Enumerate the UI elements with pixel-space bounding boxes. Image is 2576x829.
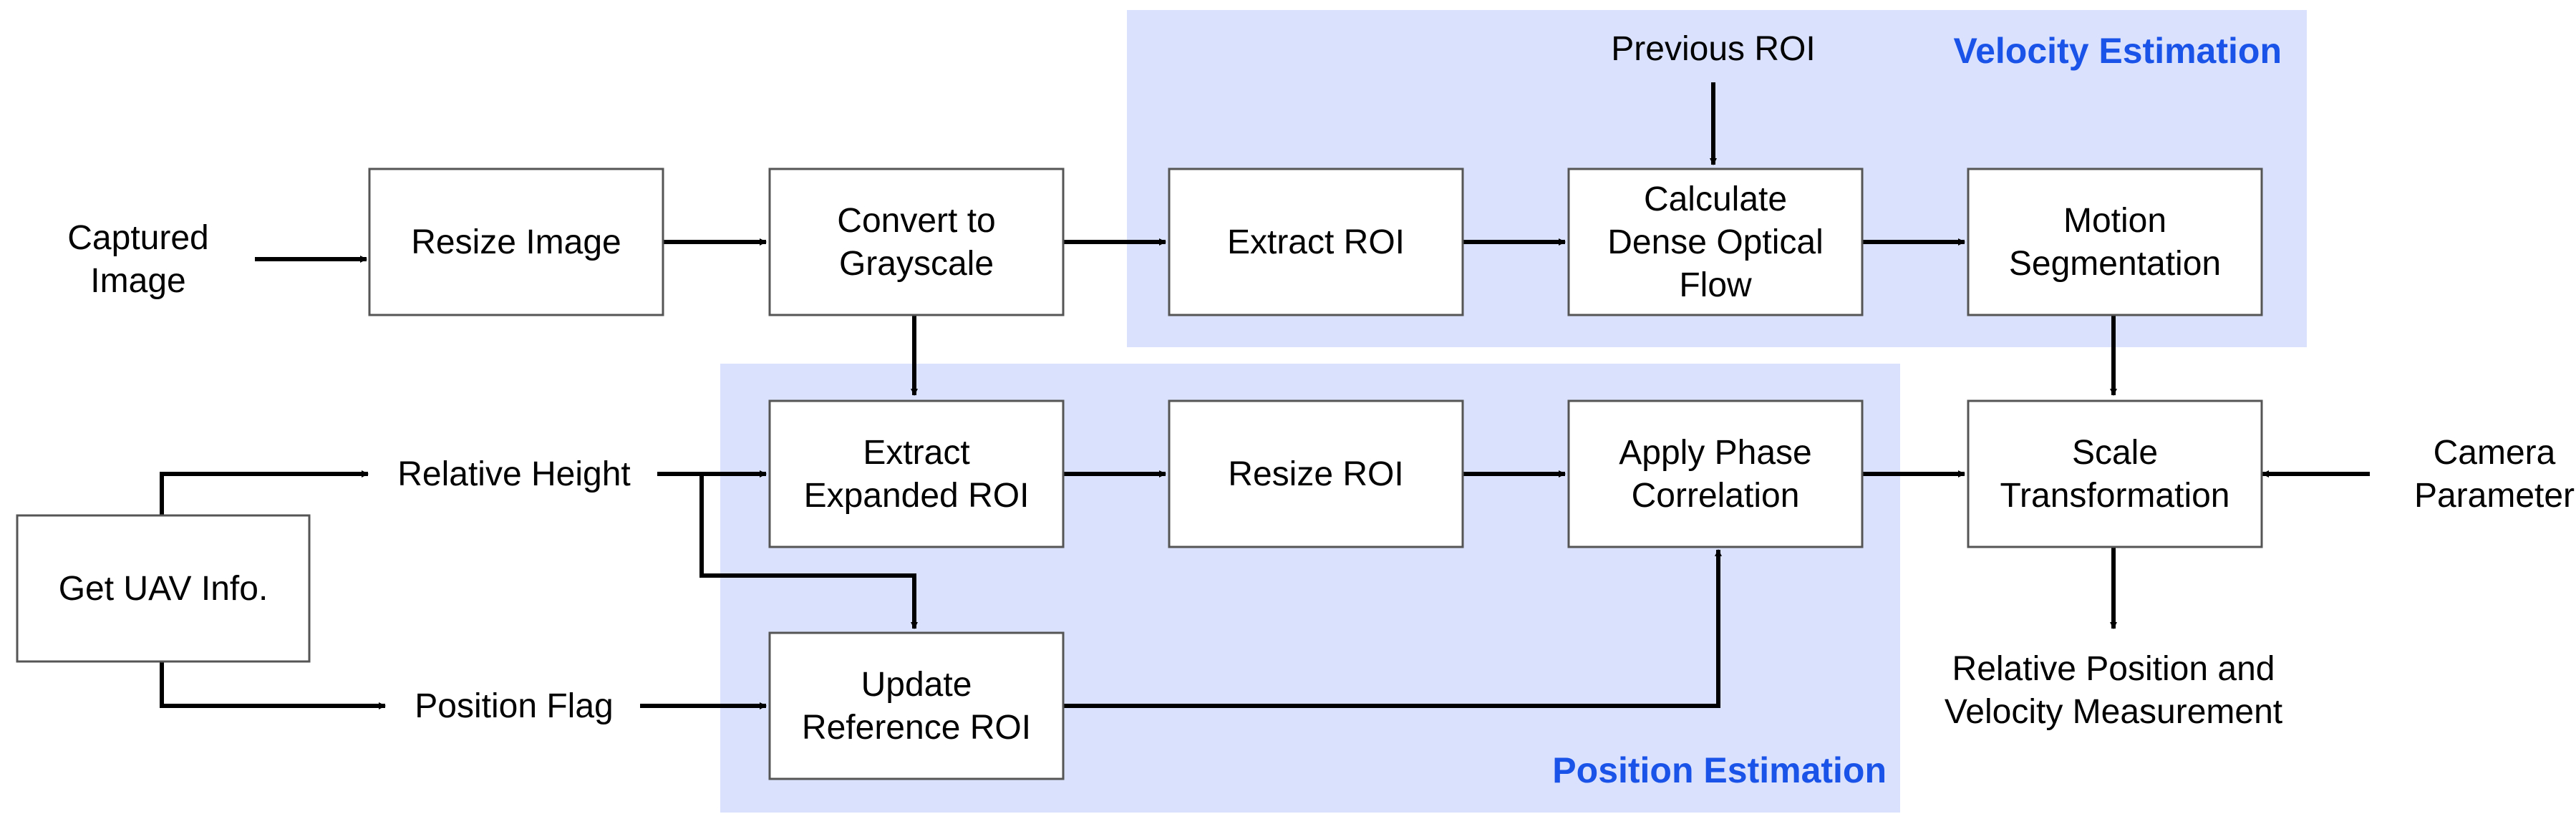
get-uav-info-label: Get UAV Info. xyxy=(59,570,268,608)
extract-expanded-roi-label-line: Expanded ROI xyxy=(804,477,1030,515)
extract-roi-label-line: Extract ROI xyxy=(1227,223,1405,261)
update-reference-roi-label-line: Update xyxy=(861,666,972,704)
nodes xyxy=(16,168,2263,780)
extract-roi-label: Extract ROI xyxy=(1227,223,1405,261)
texts: Resize Image Convert to Grayscale Extract… xyxy=(59,30,2575,747)
get-uav-info-label-line: Get UAV Info. xyxy=(59,570,268,608)
resize-image-label-line: Resize Image xyxy=(411,223,621,261)
apply-phase-correlation-label-line: Correlation xyxy=(1632,477,1800,515)
position-flag-label: Position Flag xyxy=(415,687,613,725)
velocity-estimation-label: Velocity Estimation xyxy=(1954,31,2282,71)
extract-expanded-roi-box xyxy=(768,399,1065,548)
apply-phase-correlation-box xyxy=(1567,399,1864,548)
dense-optical-flow-label-line: Calculate xyxy=(1644,180,1787,218)
position-flag-label-line: Position Flag xyxy=(415,687,613,725)
apply-phase-correlation-label-line: Apply Phase xyxy=(1619,434,1812,472)
resize-image-box xyxy=(368,168,664,316)
position-estimation-label: Position Estimation xyxy=(1552,750,1887,790)
camera-parameter-label-line: Parameter xyxy=(2414,477,2575,515)
extract-expanded-roi-label-line: Extract xyxy=(863,434,969,472)
relative-height-label-line: Relative Height xyxy=(397,455,631,493)
previous-roi-label-line: Previous ROI xyxy=(1611,30,1815,68)
motion-segmentation-label-line: Motion xyxy=(2063,202,2166,240)
resize-image-label: Resize Image xyxy=(411,223,621,261)
relative-height-label: Relative Height xyxy=(397,455,631,493)
dense-optical-flow-label-line: Dense Optical xyxy=(1607,223,1823,261)
update-reference-roi-box xyxy=(768,631,1065,780)
motion-segmentation-label-line: Segmentation xyxy=(2009,245,2221,283)
edge-update-ref-to-phase xyxy=(1062,549,1722,708)
convert-grayscale-box xyxy=(768,168,1065,316)
convert-grayscale-label-line: Convert to xyxy=(837,202,995,240)
camera-parameter-label-line: Camera xyxy=(2434,434,2556,472)
captured-image-label-line: Captured xyxy=(67,219,208,257)
edge-uav-to-position-flag xyxy=(160,662,386,709)
edge-uav-to-relative-height xyxy=(160,470,369,515)
edge-relative-height-to-update-ref xyxy=(699,474,918,629)
dense-optical-flow-box xyxy=(1567,168,1864,316)
previous-roi-label: Previous ROI xyxy=(1611,30,1815,68)
scale-transformation-label-line: Scale xyxy=(2072,434,2158,472)
convert-grayscale-label-line: Grayscale xyxy=(839,245,994,283)
output-measurement-label-line: Velocity Measurement xyxy=(1945,693,2282,731)
scale-transformation-box xyxy=(1967,399,2263,548)
resize-roi-label-line: Resize ROI xyxy=(1228,455,1403,493)
convert-grayscale-label: Convert to Grayscale xyxy=(837,202,995,283)
scale-transformation-label-line: Transformation xyxy=(2000,477,2230,515)
resize-roi-box xyxy=(1168,399,1464,548)
update-reference-roi-label-line: Reference ROI xyxy=(802,709,1031,747)
dense-optical-flow-label-line: Flow xyxy=(1679,266,1752,304)
get-uav-info-box xyxy=(16,514,311,663)
captured-image-label-line: Image xyxy=(90,262,185,300)
resize-roi-label: Resize ROI xyxy=(1228,455,1403,493)
extract-roi-box xyxy=(1168,168,1464,316)
edges xyxy=(160,82,2370,709)
output-measurement-label-line: Relative Position and xyxy=(1952,650,2275,688)
motion-segmentation-box xyxy=(1967,168,2263,316)
